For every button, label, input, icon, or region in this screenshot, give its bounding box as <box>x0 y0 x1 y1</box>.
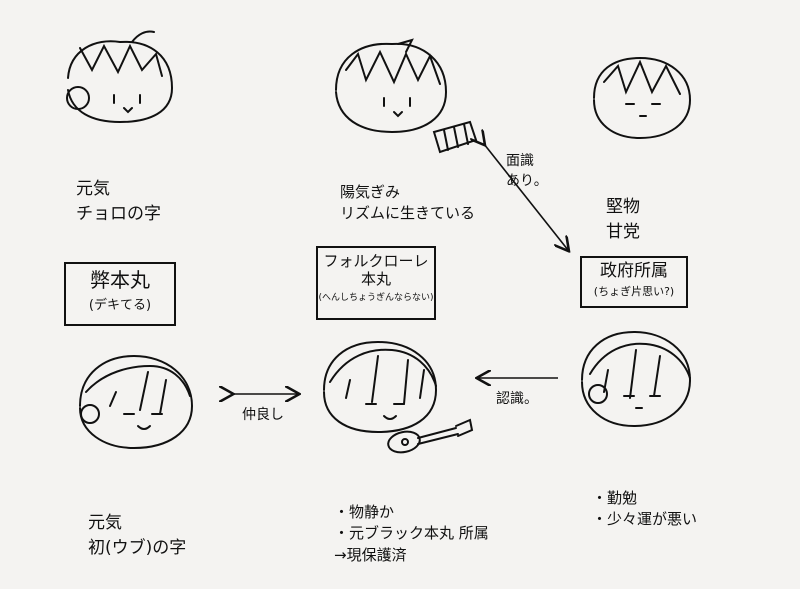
chibi-head-top-right <box>593 56 692 140</box>
box-title: フォルクローレ 本丸 <box>323 252 429 288</box>
desc-top-right: 堅物甘党 <box>606 197 640 242</box>
box-sub: (ちょぎ片思い?) <box>593 285 675 299</box>
edge-label-recognition: 認識。 <box>496 391 538 407</box>
box-government: 政府所属 (ちょぎ片思い?) <box>580 256 688 308</box>
edge-acquaintance <box>484 144 568 250</box>
box-title: 弊本丸 <box>90 268 150 292</box>
chibi-head-bottom-center <box>323 340 474 454</box>
chibi-head-bottom-right <box>581 330 692 428</box>
chibi-head-bottom-left <box>79 354 194 450</box>
relationship-diagram: 元気チョロの字 陽気ぎみリズムに生きている 堅物甘党 元気初(ウブ)の字 ・物静… <box>64 30 698 564</box>
chibi-head-top-left <box>66 30 174 124</box>
edge-label-friends: 仲良し <box>242 407 284 423</box>
box-our-citadel: 弊本丸 (デキてる) <box>64 262 176 326</box>
desc-top-left: 元気チョロの字 <box>76 179 161 224</box>
box-title: 政府所属 <box>600 261 668 281</box>
drawing-layer <box>66 30 692 454</box>
guitar-icon <box>387 418 474 454</box>
edge-label-acquaintance: 面識 あり。 <box>506 153 548 189</box>
box-sub: (デキてる) <box>88 298 152 313</box>
box-sub: (へんしちょうぎんならない) <box>318 293 434 303</box>
box-folklore-citadel: フォルクローレ 本丸 (へんしちょうぎんならない) <box>316 246 436 320</box>
desc-top-center: 陽気ぎみリズムに生きている <box>340 182 476 223</box>
desc-bottom-center: ・物静か・元ブラック本丸 所属→現保護済 <box>334 502 489 565</box>
desc-bottom-right: ・勤勉・少々運が悪い <box>592 488 698 529</box>
desc-bottom-left: 元気初(ウブ)の字 <box>88 513 187 558</box>
chibi-head-top-center <box>335 38 478 154</box>
